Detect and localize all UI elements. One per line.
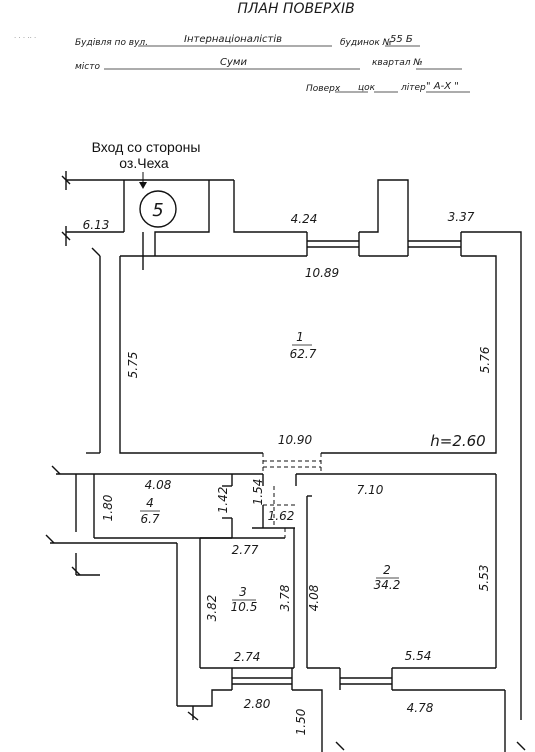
axis-mark: 5 xyxy=(152,200,163,221)
room-3-label: 3 10.5 xyxy=(231,585,258,614)
plan-title: ПЛАН ПОВЕРХІВ xyxy=(237,1,354,17)
room-number: 2 xyxy=(383,563,391,577)
city-prefix: місто xyxy=(75,62,100,72)
dim-4-24: 4.24 xyxy=(291,212,318,226)
room-area: 6.7 xyxy=(140,512,159,526)
entrance-arrow-head xyxy=(139,182,147,189)
room-4-label: 4 6.7 xyxy=(140,496,160,526)
city-value: Суми xyxy=(220,57,247,68)
floor-prefix: Поверх xyxy=(306,84,341,94)
dim-height: h=2.60 xyxy=(430,432,485,450)
dim-4-08-side: 4.08 xyxy=(307,584,321,611)
dim-2-77: 2.77 xyxy=(232,543,259,557)
dim-4-78: 4.78 xyxy=(407,701,434,715)
dim-1-80: 1.80 xyxy=(101,494,115,521)
room-area: 62.7 xyxy=(290,347,317,361)
dim-4-08-top: 4.08 xyxy=(145,478,172,492)
dim-5-54: 5.54 xyxy=(405,649,432,663)
dim-6-13: 6.13 xyxy=(83,218,110,232)
dim-1-50: 1.50 xyxy=(294,708,308,735)
dim-10-90: 10.90 xyxy=(278,433,313,447)
dim-3-37: 3.37 xyxy=(448,210,475,224)
dim-2-80: 2.80 xyxy=(244,697,271,711)
entrance-label-line1: Вход со стороны xyxy=(92,139,201,155)
entrance-label-line2: оз.Чеха xyxy=(119,155,169,171)
dim-1-62: 1.62 xyxy=(268,509,295,523)
letter-prefix: літер xyxy=(400,83,426,93)
dim-7-10: 7.10 xyxy=(357,483,384,497)
dim-1-54: 1.54 xyxy=(251,479,265,506)
dim-3-78: 3.78 xyxy=(278,584,292,611)
dim-1-42: 1.42 xyxy=(216,487,230,514)
dim-2-74: 2.74 xyxy=(234,650,261,664)
walls xyxy=(45,171,526,752)
building-prefix: Будівля по вул. xyxy=(75,38,148,48)
room-1-label: 1 62.7 xyxy=(290,330,317,361)
floor-suffix: цок xyxy=(358,83,376,93)
room-number: 1 xyxy=(296,330,304,344)
house-prefix: будинок № xyxy=(340,38,392,48)
room-number: 3 xyxy=(239,585,247,599)
street-value: Інтернаціоналістів xyxy=(184,33,282,45)
room-area: 10.5 xyxy=(231,600,258,614)
axis-circle xyxy=(139,190,177,228)
dim-3-82: 3.82 xyxy=(205,595,219,622)
scan-dots: · · · ·· · xyxy=(14,34,36,42)
dim-5-76: 5.76 xyxy=(478,346,492,373)
room-number: 4 xyxy=(146,496,154,510)
room-area: 34.2 xyxy=(374,578,401,592)
letter-value: " А-Х " xyxy=(426,81,459,92)
dim-5-53: 5.53 xyxy=(477,565,491,592)
dim-10-89: 10.89 xyxy=(305,266,339,280)
quarter-prefix: квартал № xyxy=(372,58,423,68)
room-2-label: 2 34.2 xyxy=(374,563,401,592)
house-value: 55 Б xyxy=(390,34,413,45)
door-openings xyxy=(262,453,322,538)
dim-5-75: 5.75 xyxy=(126,352,140,379)
dimension-labels: 6.13 4.24 3.37 10.89 5.75 5.76 10.90 h=2… xyxy=(83,210,492,735)
